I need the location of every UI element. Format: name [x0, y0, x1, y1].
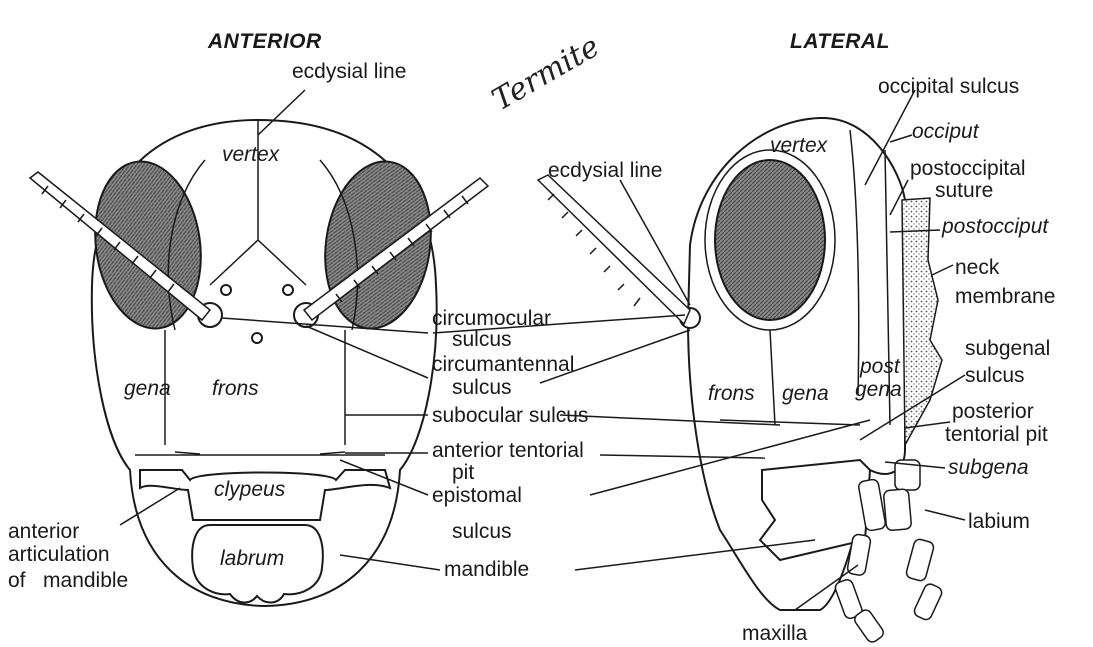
label-subocular: subocular sulcus — [432, 404, 588, 427]
label-postgena-1: post — [859, 355, 901, 378]
label-subgena: subgena — [948, 456, 1029, 479]
label-anterior-vertex: vertex — [222, 143, 281, 166]
label-articulation-2: articulation — [8, 543, 110, 566]
label-anterior-tentorial-2: pit — [452, 461, 474, 484]
label-lateral-gena: gena — [782, 382, 829, 405]
label-anterior-labrum: labrum — [220, 547, 284, 570]
label-lateral-frons: frons — [708, 382, 755, 405]
lateral-compound-eye — [715, 160, 825, 320]
label-epistomal-1: epistomal — [432, 484, 522, 507]
label-lateral-ecdysial-line: ecdysial line — [548, 159, 662, 182]
label-subgenal-2: sulcus — [965, 364, 1025, 387]
lateral-neck-membrane — [902, 198, 942, 445]
handwritten-termite: Termite — [486, 29, 605, 118]
label-maxilla: maxilla — [742, 622, 808, 645]
label-circumantennal-2: sulcus — [452, 376, 512, 399]
label-epistomal-2: sulcus — [452, 520, 512, 543]
heading-anterior: ANTERIOR — [207, 30, 322, 53]
anterior-ocellus-3 — [252, 333, 262, 343]
label-postocciput: postocciput — [941, 215, 1049, 238]
label-labium: labium — [968, 510, 1030, 533]
label-anterior-gena: gena — [124, 377, 171, 400]
label-posterior-tentorial-2: tentorial pit — [945, 423, 1048, 446]
anterior-ocellus-1 — [221, 285, 231, 295]
label-neck-1: neck — [955, 256, 1000, 279]
label-postgena-2: gena — [855, 378, 902, 401]
label-articulation-1: anterior — [8, 520, 79, 543]
leader-neck — [932, 265, 953, 275]
label-postoccipital-1: postoccipital — [910, 157, 1026, 180]
label-articulation-3: of mandible — [8, 569, 128, 592]
anterior-head — [30, 120, 488, 606]
label-anterior-frons: frons — [212, 377, 259, 400]
label-anterior-clypeus: clypeus — [214, 478, 286, 501]
leader-labium — [925, 510, 965, 520]
leader-occiput — [890, 135, 912, 142]
lateral-antenna — [538, 175, 690, 324]
label-occiput: occiput — [912, 120, 980, 143]
label-circumocular-2: sulcus — [452, 328, 512, 351]
label-anterior-ecdysial-line: ecdysial line — [292, 60, 406, 83]
anterior-ocellus-2 — [283, 285, 293, 295]
label-circumantennal-1: circumantennal — [432, 353, 574, 376]
lateral-labium — [883, 460, 943, 622]
label-subgenal-1: subgenal — [965, 337, 1050, 360]
label-mandible: mandible — [444, 558, 529, 581]
label-neck-2: membrane — [955, 285, 1055, 308]
label-occipital-sulcus: occipital sulcus — [878, 75, 1019, 98]
heading-lateral: LATERAL — [790, 30, 890, 53]
label-anterior-tentorial-1: anterior tentorial — [432, 439, 584, 462]
label-posterior-tentorial-1: posterior — [952, 400, 1034, 423]
label-lateral-vertex: vertex — [770, 134, 829, 157]
label-circumocular-1: circumocular — [432, 307, 551, 330]
label-postoccipital-2: suture — [935, 179, 993, 202]
